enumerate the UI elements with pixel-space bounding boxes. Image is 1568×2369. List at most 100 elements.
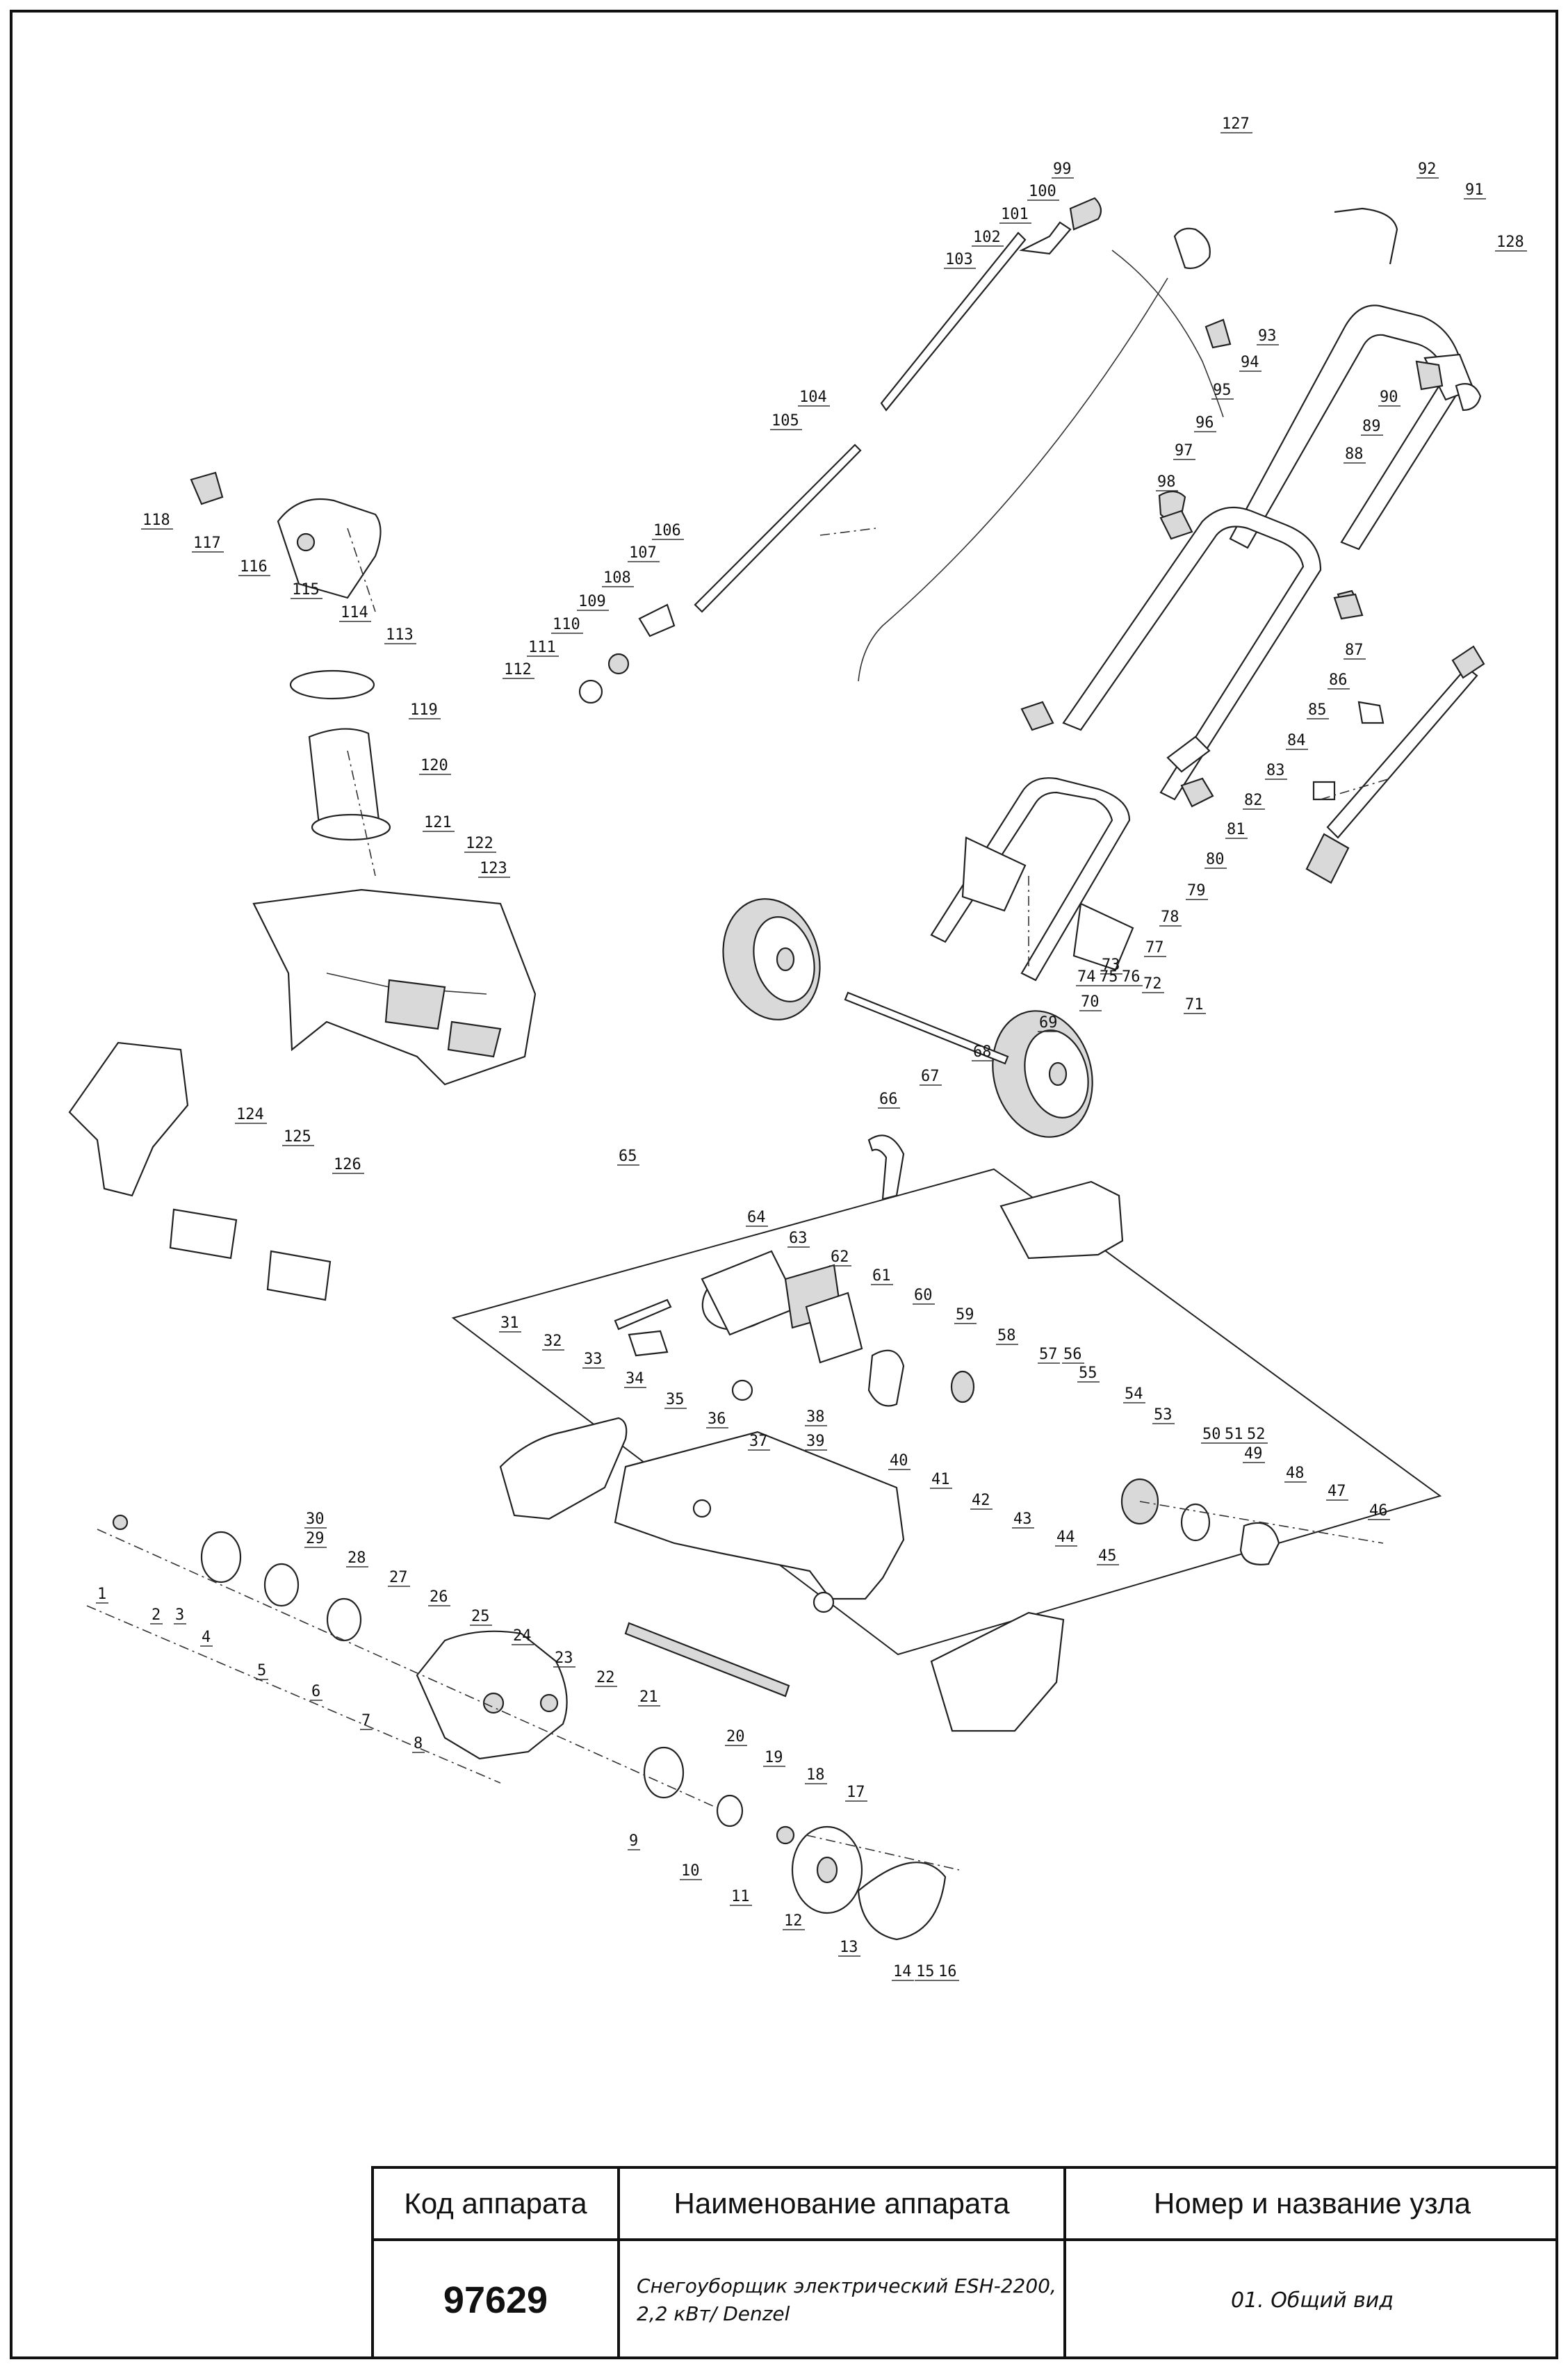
frame-30	[499, 1417, 628, 1520]
pulley-48	[1180, 1503, 1211, 1542]
part-label-95: 95	[1213, 382, 1232, 399]
part-label-82: 82	[1244, 792, 1263, 809]
part-label-90: 90	[1380, 389, 1398, 406]
part-label-57: 57	[1039, 1346, 1058, 1363]
part-label-63: 63	[789, 1230, 808, 1247]
part-label-124: 124	[236, 1106, 264, 1123]
part-label-106: 106	[653, 522, 681, 539]
part-label-7: 7	[361, 1712, 370, 1729]
part-label-26: 26	[430, 1588, 448, 1606]
part-label-3: 3	[175, 1606, 184, 1624]
part-label-21: 21	[639, 1688, 658, 1706]
wheel-right	[992, 1010, 1093, 1138]
part-label-109: 109	[578, 593, 606, 610]
part-label-17: 17	[847, 1784, 865, 1801]
part-label-114: 114	[341, 604, 368, 621]
part-label-4: 4	[202, 1629, 211, 1646]
part-label-20: 20	[726, 1728, 745, 1745]
rear-plate-69	[999, 1180, 1124, 1260]
part-label-79: 79	[1187, 882, 1206, 899]
part-label-97: 97	[1175, 442, 1193, 459]
part-label-52: 52	[1247, 1426, 1266, 1443]
sticker-126a	[169, 1208, 238, 1260]
belt-cover-18	[930, 1611, 1065, 1732]
lever-bracket	[638, 603, 676, 637]
part-label-18: 18	[806, 1766, 825, 1784]
part-label-24: 24	[513, 1627, 532, 1645]
part-label-40: 40	[890, 1452, 908, 1470]
switch-lever	[858, 197, 1232, 682]
part-label-28: 28	[348, 1549, 366, 1567]
chute-ring-119	[289, 669, 375, 700]
handle-upper	[1229, 207, 1482, 551]
part-label-58: 58	[997, 1327, 1016, 1344]
part-label-108: 108	[603, 569, 631, 587]
part-label-107: 107	[629, 544, 657, 562]
part-label-120: 120	[420, 757, 448, 774]
part-label-25: 25	[471, 1608, 490, 1625]
part-label-65: 65	[619, 1148, 637, 1165]
axle	[844, 991, 1009, 1065]
sticker-126b	[266, 1250, 332, 1301]
part-label-74: 74	[1077, 968, 1096, 986]
part-label-125: 125	[284, 1128, 311, 1146]
part-label-102: 102	[973, 229, 1001, 246]
part-label-56: 56	[1063, 1346, 1082, 1363]
knob-86	[1357, 701, 1385, 724]
part-label-84: 84	[1287, 732, 1306, 749]
part-label-98: 98	[1157, 473, 1176, 491]
knob-118	[190, 471, 224, 505]
part-label-89: 89	[1362, 418, 1381, 435]
spring-32	[614, 1299, 672, 1330]
title-block: Код аппарата Наименование аппарата Номер…	[371, 2166, 1558, 2359]
deflector-116	[277, 498, 382, 599]
part-label-35: 35	[666, 1391, 685, 1408]
part-label-111: 111	[528, 639, 556, 656]
part-label-8: 8	[414, 1735, 423, 1752]
part-label-77: 77	[1145, 939, 1164, 956]
part-label-33: 33	[584, 1351, 603, 1368]
part-label-66: 66	[879, 1091, 898, 1108]
part-label-46: 46	[1369, 1502, 1388, 1520]
part-label-115: 115	[292, 581, 320, 599]
part-label-76: 76	[1122, 968, 1141, 986]
part-label-100: 100	[1029, 183, 1056, 200]
part-label-72: 72	[1143, 975, 1162, 993]
lever-washer	[607, 653, 630, 675]
part-label-23: 23	[555, 1650, 573, 1667]
part-label-37: 37	[749, 1433, 768, 1450]
gear-cover-61	[867, 1349, 905, 1407]
part-label-121: 121	[424, 814, 452, 831]
part-label-123: 123	[480, 860, 507, 877]
bearing-1	[112, 1514, 129, 1531]
part-label-39: 39	[806, 1433, 825, 1450]
part-label-105: 105	[771, 412, 799, 430]
value-name: Снегоуборщик электрический ESH-2200, 2,2…	[620, 2241, 1066, 2359]
plate-10	[716, 1794, 744, 1827]
part-label-99: 99	[1053, 161, 1072, 178]
header-unit: Номер и название узла	[1066, 2169, 1558, 2241]
part-label-31: 31	[500, 1314, 519, 1332]
part-label-128: 128	[1496, 234, 1524, 251]
part-label-118: 118	[142, 512, 170, 529]
part-label-119: 119	[410, 701, 438, 719]
part-label-27: 27	[389, 1569, 408, 1586]
part-label-110: 110	[553, 616, 580, 633]
part-label-49: 49	[1244, 1445, 1263, 1463]
part-label-88: 88	[1345, 446, 1364, 463]
part-label-87: 87	[1345, 642, 1364, 659]
part-label-54: 54	[1125, 1385, 1143, 1403]
part-label-30: 30	[306, 1511, 325, 1528]
header-name: Наименование аппарата	[620, 2169, 1066, 2241]
part-label-34: 34	[626, 1370, 644, 1387]
part-label-117: 117	[193, 535, 221, 552]
part-label-116: 116	[240, 558, 268, 576]
part-label-48: 48	[1286, 1465, 1305, 1482]
part-label-62: 62	[831, 1248, 849, 1266]
part-label-29: 29	[306, 1530, 325, 1547]
part-label-75: 75	[1100, 968, 1118, 986]
part-label-60: 60	[914, 1287, 933, 1304]
part-label-9: 9	[629, 1832, 638, 1850]
